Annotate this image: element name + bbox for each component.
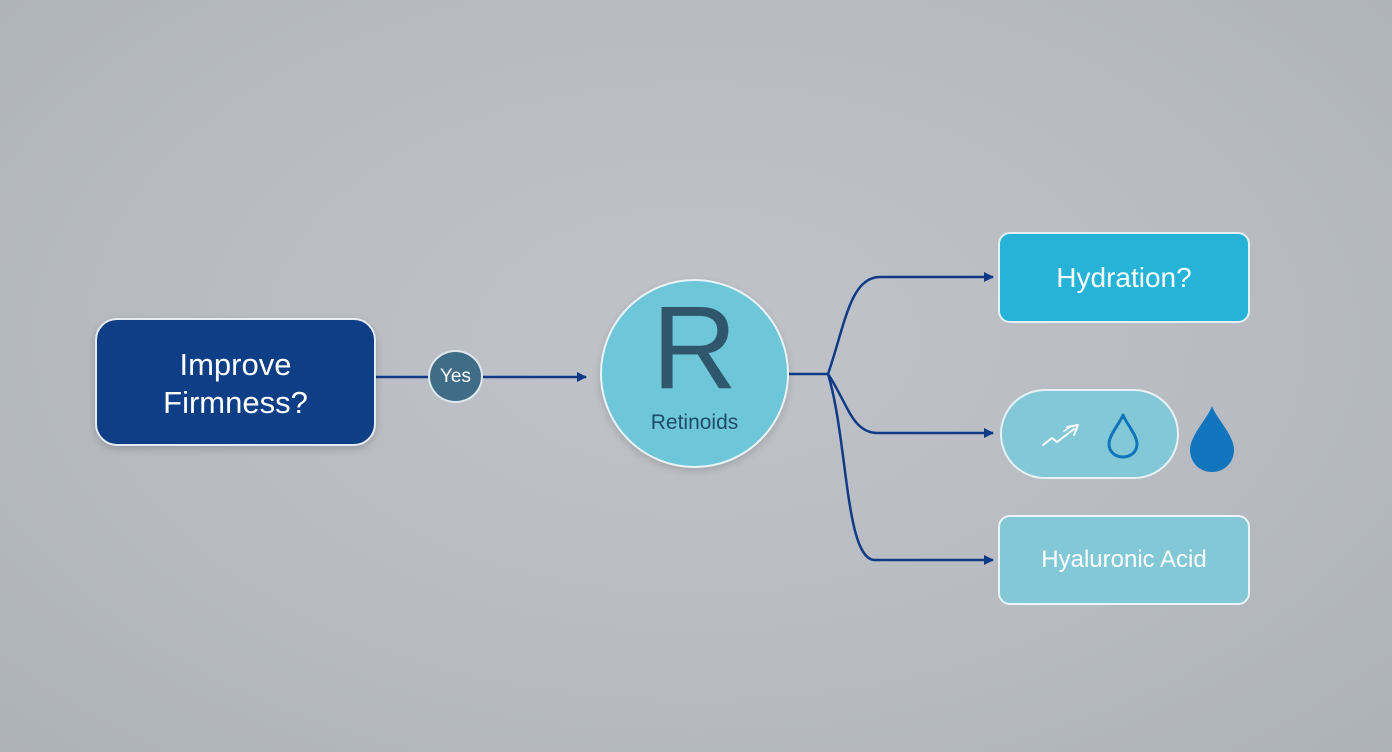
hydration-label: Hydration? [1056,261,1192,293]
retinoids-node: R Retinoids [600,279,789,468]
retinoids-label: Retinoids [650,411,739,434]
water-drop-outline-icon [1107,413,1139,459]
yes-label: Yes [440,365,471,387]
edge-branch-to-icons [826,373,994,438]
edge-branch-to-hyaluronic [826,373,994,565]
hyaluronic-acid-node: Hyaluronic Acid [998,515,1250,605]
icon-pill-node [1000,389,1179,479]
hyaluronic-acid-label: Hyaluronic Acid [1041,546,1207,573]
start-node-line1: Improve [179,347,292,382]
start-node-line2: Firmness? [163,385,308,420]
arrow-trend-icon [1042,424,1079,446]
water-drop-filled-icon [1190,406,1234,472]
edge-branch-to-hydration [826,272,994,375]
hydration-node: Hydration? [998,232,1250,323]
yes-decision-badge: Yes [428,350,483,403]
retinoid-r-symbol: R [651,282,738,414]
start-node-improve-firmness: Improve Firmness? [95,318,376,446]
